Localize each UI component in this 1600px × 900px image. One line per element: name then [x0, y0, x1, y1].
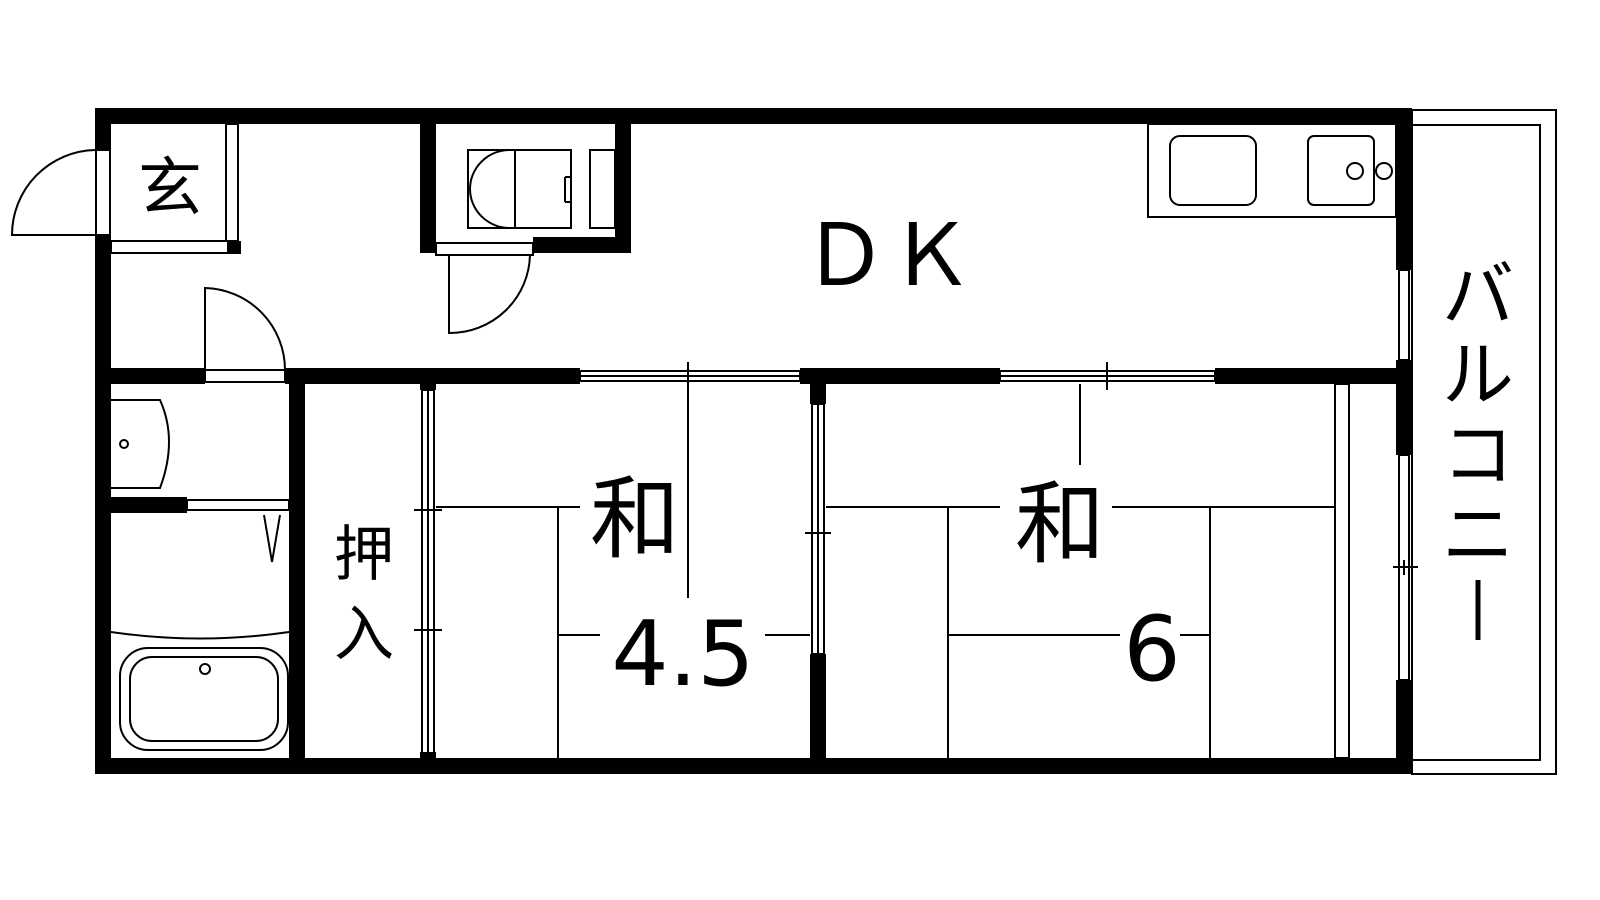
entrance-door[interactable]: [10, 149, 111, 236]
toilet-room: [420, 124, 631, 253]
washitsu-partition: [805, 384, 831, 758]
toilet-door[interactable]: [435, 242, 534, 335]
sliding-door-dk-6[interactable]: [999, 362, 1216, 390]
closet-label-2: 入: [334, 600, 394, 670]
bathtub-icon: [119, 647, 289, 751]
balcony-char: ニ: [1442, 493, 1514, 577]
washitsu-b-size: 6: [1123, 597, 1180, 702]
wash-basin-icon: [111, 399, 170, 489]
genkan-partition: [110, 123, 241, 254]
washroom: [110, 384, 305, 758]
closet-label-1: 押: [334, 520, 394, 590]
middle-wall: [111, 368, 1396, 384]
balcony-char: ル: [1442, 333, 1514, 417]
washitsu-b-label: 和: [1015, 472, 1105, 577]
sliding-door-dk-4.5[interactable]: [579, 362, 801, 390]
washroom-door[interactable]: [204, 286, 286, 383]
washitsu-a-label: 和: [590, 467, 680, 572]
balcony-char: コ: [1442, 413, 1514, 497]
kitchen-counter: [1147, 123, 1397, 218]
toilet-icon: [469, 149, 572, 229]
sink-icon: [1169, 135, 1257, 206]
dk-label: ＤＫ: [802, 206, 974, 306]
entrance-label: 玄: [138, 152, 202, 226]
stove-icon: [1307, 135, 1375, 206]
outer-walls: [95, 108, 1418, 774]
washitsu-a-size: 4.5: [611, 602, 754, 707]
closet-partition: [414, 384, 442, 758]
balcony-label: バ ル コ ニ: [1442, 253, 1514, 640]
balcony-char: バ: [1442, 253, 1514, 337]
tatami-lines: [436, 383, 1350, 759]
